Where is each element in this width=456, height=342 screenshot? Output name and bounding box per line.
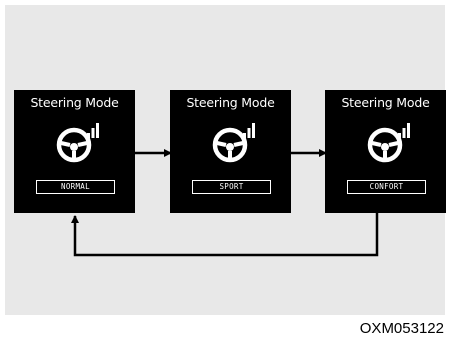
- panel-normal: Steering Mode NORMAL: [14, 90, 135, 213]
- figure-code: OXM053122: [359, 320, 444, 337]
- panel-title: Steering Mode: [30, 95, 119, 110]
- steering-wheel-icon: [212, 123, 255, 163]
- steering-wheel-icon: [56, 123, 99, 163]
- panel-comfort: Steering Mode CONFORT: [325, 90, 446, 213]
- steering-wheel-icon: [367, 123, 410, 163]
- panel-title: Steering Mode: [341, 95, 430, 110]
- panel-title: Steering Mode: [186, 95, 275, 110]
- mode-label-normal: NORMAL: [36, 180, 115, 194]
- mode-label-sport: SPORT: [192, 180, 271, 194]
- mode-label-comfort: CONFORT: [347, 180, 426, 194]
- arrow-comfort-to-normal: [71, 213, 379, 257]
- panel-sport: Steering Mode SPORT: [170, 90, 291, 213]
